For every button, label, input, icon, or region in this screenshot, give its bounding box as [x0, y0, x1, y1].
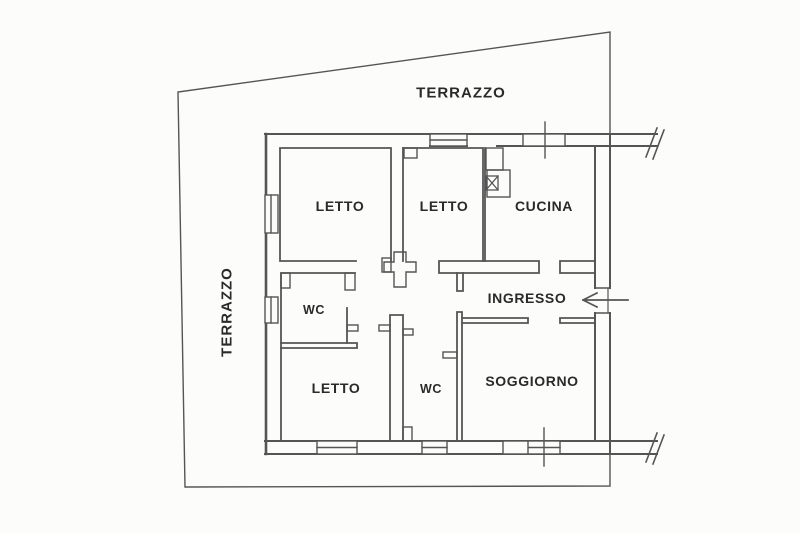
- label-terrazzo-left: TERRAZZO: [218, 267, 236, 357]
- terrace-boundary: [177, 31, 611, 488]
- label-letto-bottom: LETTO: [311, 380, 361, 396]
- window-bottom-wc: [421, 440, 448, 455]
- entrance: [581, 287, 629, 314]
- windows: [264, 121, 566, 467]
- kitchen-sink-icon: [485, 175, 499, 191]
- label-ingresso: INGRESSO: [487, 290, 567, 306]
- label-terrazzo-top: TERRAZZO: [416, 84, 506, 102]
- window-left-lower: [264, 296, 279, 324]
- window-top-cucina: [522, 121, 566, 159]
- break-mark-bottom: [644, 431, 666, 466]
- entrance-arrow-icon: [581, 291, 629, 309]
- wall-break-marks: [644, 126, 666, 466]
- label-wc-upper: WC: [302, 303, 326, 317]
- label-wc-lower: WC: [419, 382, 443, 396]
- building-exterior-walls: [264, 132, 658, 456]
- window-top-letto: [429, 133, 468, 147]
- label-cucina: CUCINA: [514, 198, 574, 214]
- label-letto-top-middle: LETTO: [419, 198, 469, 214]
- window-bottom-letto: [316, 440, 358, 455]
- label-letto-top-left: LETTO: [315, 198, 365, 214]
- label-soggiorno: SOGGIORNO: [485, 373, 579, 389]
- break-mark-top: [644, 126, 666, 161]
- window-bottom-soggiorno: [502, 427, 561, 467]
- window-left-upper: [264, 194, 279, 234]
- interior-walls: [279, 147, 596, 442]
